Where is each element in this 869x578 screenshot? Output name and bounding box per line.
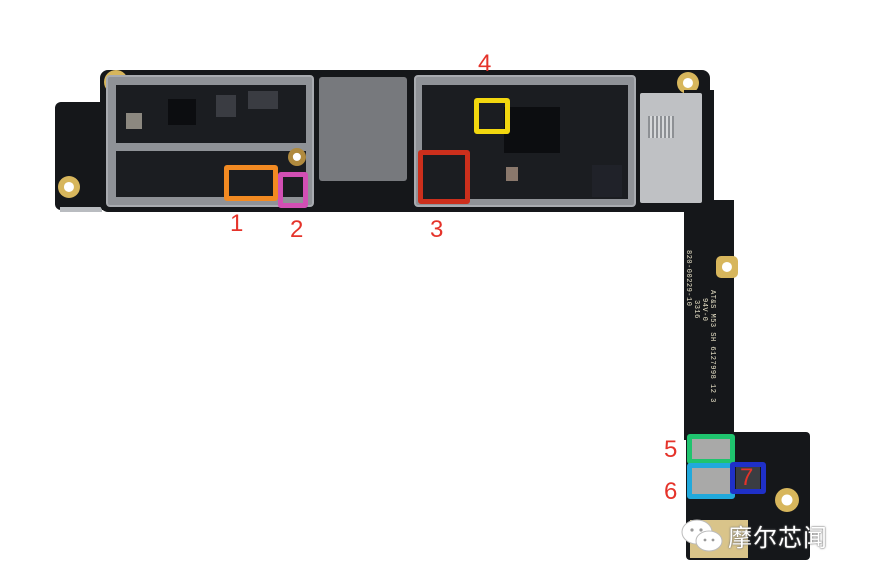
highlight-box-4 <box>474 98 510 134</box>
watermark-text: 摩尔芯闻 <box>728 524 828 552</box>
label-2: 2 <box>290 216 304 243</box>
board-silkscreen-2: AT&S M53 SH 6127998 12 3 <box>708 290 716 403</box>
wechat-icon <box>680 518 726 554</box>
label-3: 3 <box>430 216 444 243</box>
bracket-strip <box>60 207 102 212</box>
screw-boss <box>288 148 306 166</box>
label-1: 1 <box>230 210 244 237</box>
label-4: 4 <box>478 50 492 77</box>
board-stem-lower <box>690 200 734 440</box>
highlight-box-2 <box>278 172 308 208</box>
label-7: 7 <box>740 464 754 491</box>
chip-7-body <box>736 467 760 489</box>
nand-flash-chip <box>319 77 407 181</box>
qr-code <box>648 116 674 138</box>
highlight-box-5 <box>687 434 735 464</box>
label-5: 5 <box>664 436 678 463</box>
mount-hole <box>58 176 80 198</box>
mount-hole <box>716 256 738 278</box>
highlight-box-1 <box>224 165 278 201</box>
highlight-box-3 <box>418 150 470 204</box>
chip-5-body <box>692 438 730 460</box>
highlight-box-6 <box>687 463 735 499</box>
mount-hole <box>677 72 699 94</box>
rf-shield-right <box>414 75 636 207</box>
board-silkscreen-4: 3316 <box>692 300 700 319</box>
label-6: 6 <box>664 478 678 505</box>
board-silkscreen-3: 94V-0 <box>700 298 708 322</box>
wifi-module <box>640 93 702 203</box>
mount-hole <box>775 488 799 512</box>
chip-6-body <box>692 467 730 495</box>
highlight-box-7 <box>730 462 766 494</box>
board-silkscreen-1: 820-00229-10 <box>684 250 692 307</box>
